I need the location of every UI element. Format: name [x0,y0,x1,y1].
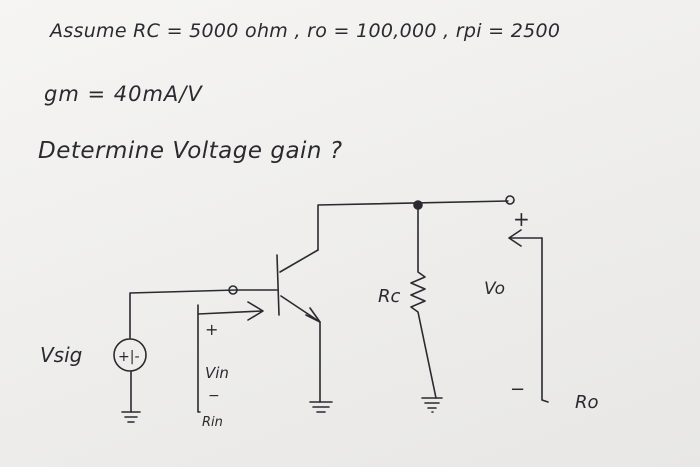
vo-plus-label: + [513,207,530,231]
source-polarity-label: +|- [118,349,140,365]
emitter-ground-symbol [309,401,333,413]
rc-resistor [410,204,437,399]
rc-ground-symbol [421,397,443,413]
emitter-arrow [305,307,321,323]
ro-bracket [541,237,549,403]
transistor-emitter [280,295,321,403]
transistor-base-bar [276,254,280,316]
vin-label: Vin [205,364,229,382]
base-input-wire [129,289,278,339]
vo-minus-label: − [510,379,525,400]
vin-minus-label: − [208,388,220,404]
vin-bracket [197,304,201,413]
vin-plus-label: + [205,320,218,339]
ro-label: Ro [575,392,599,413]
output-terminal [505,195,515,205]
source-ground-symbol [121,411,141,423]
question-line: Determine Voltage gain ? [38,138,343,164]
vsig-source [113,338,147,372]
base-input-node [228,285,238,295]
given-values-line: Assume RC = 5000 ohm , ro = 100,000 , rp… [50,20,561,42]
vin-arrow [197,301,264,321]
transistor-collector [279,249,319,273]
transconductance-line: gm = 40mA/V [44,82,203,106]
rin-label: Rin [202,415,223,430]
vsig-label: Vsig [40,343,82,367]
top-rail-wire [317,200,509,251]
rc-label: Rc [378,286,401,307]
vo-arrow [508,229,543,247]
vo-label: Vo [484,279,505,299]
